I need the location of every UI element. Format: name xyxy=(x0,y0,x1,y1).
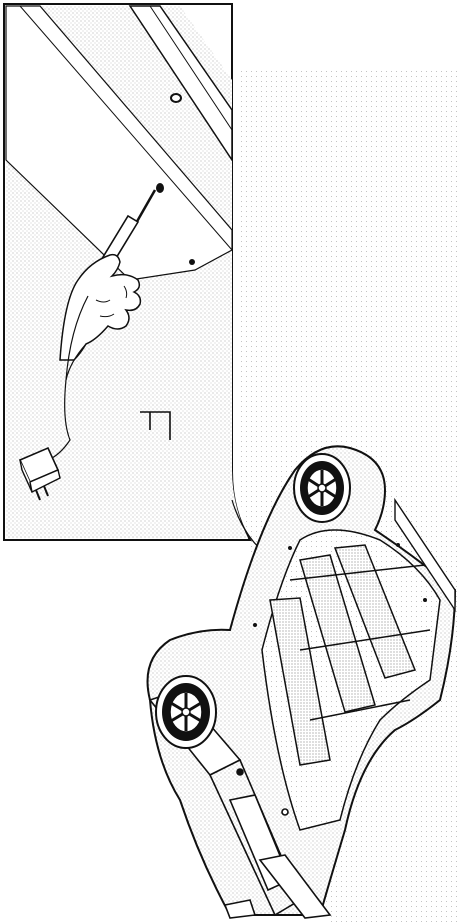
wheel-decal-icon xyxy=(293,453,351,523)
power-adapter-icon xyxy=(18,446,61,501)
bed-slats xyxy=(269,544,431,766)
step-label xyxy=(128,404,188,444)
hand-icon xyxy=(59,253,142,381)
car-bed-frame xyxy=(146,445,457,919)
screw-hole-icon xyxy=(170,93,182,103)
detail-inset xyxy=(3,3,252,541)
step-mark-icon xyxy=(140,411,171,440)
screw-hole-icon xyxy=(189,259,195,265)
screw-hole-icon xyxy=(156,183,164,193)
side-panel-board xyxy=(5,5,233,281)
power-cable xyxy=(47,295,89,461)
wheel-decal-icon xyxy=(155,675,217,749)
side-rail xyxy=(394,497,456,613)
